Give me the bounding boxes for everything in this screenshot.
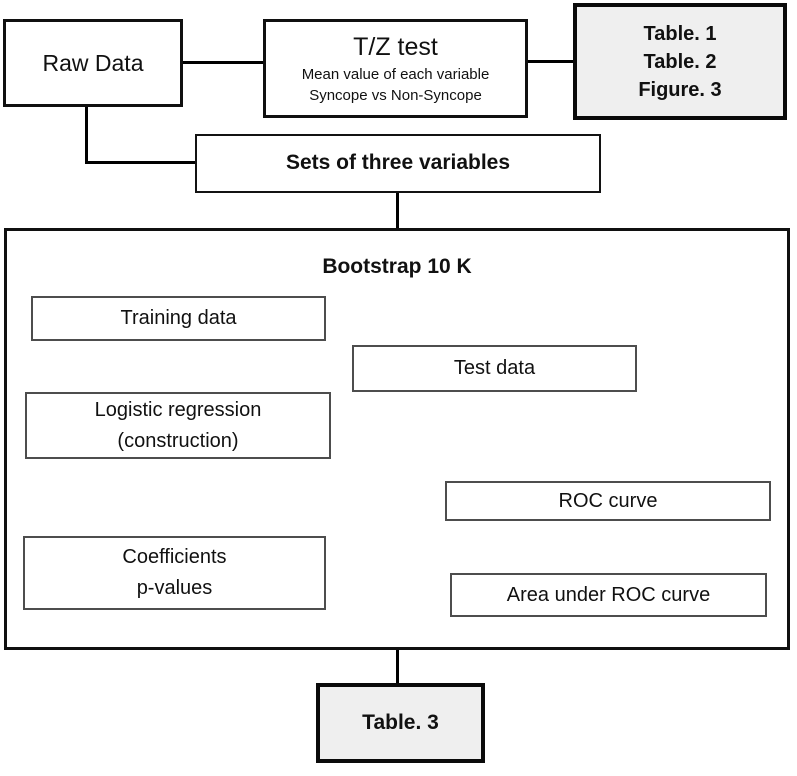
roc-curve-box: ROC curve [445,481,771,521]
logistic-regression-line-1: Logistic regression [94,398,262,421]
connector-rawdata-sets-vertical [85,107,88,164]
tz-test-title: T/Z test [353,32,438,61]
variable-sets-box: Sets of three variables [195,134,601,193]
coefficients-line-1: Coefficients [122,546,227,568]
roc-curve-label: ROC curve [558,489,658,512]
bootstrap-title: Bootstrap 10 K [322,255,472,278]
training-data-box: Training data [31,296,326,341]
raw-data-label: Raw Data [42,49,144,76]
top-outputs-box: Table. 1 Table. 2 Figure. 3 [573,3,787,120]
logistic-regression-line-2: (construction) [117,429,239,452]
raw-data-box: Raw Data [3,19,183,107]
test-data-label: Test data [453,357,536,379]
connector-rawdata-sets-horizontal [85,161,199,164]
bottom-output-box: Table. 3 [316,683,485,763]
auc-label: Area under ROC curve [506,583,711,606]
top-outputs-line-1: Table. 1 [643,22,717,45]
coefficients-line-2: p-values [136,577,213,599]
auc-box: Area under ROC curve [450,573,767,617]
top-outputs-line-2: Table. 2 [643,50,717,73]
tz-test-subtitle-2: Syncope vs Non-Syncope [309,86,482,104]
top-outputs-line-3: Figure. 3 [638,78,722,101]
connector-tztest-outputs [528,60,573,63]
training-data-label: Training data [120,307,237,329]
test-data-box: Test data [352,345,637,392]
bottom-output-label: Table. 3 [362,710,439,734]
logistic-regression-box: Logistic regression (construction) [25,392,331,459]
coefficients-box: Coefficients p-values [23,536,326,610]
connector-bootstrap-table3 [396,650,399,683]
variable-sets-label: Sets of three variables [285,151,511,175]
connector-rawdata-tztest [183,61,263,64]
tz-test-box: T/Z test Mean value of each variable Syn… [263,19,528,118]
tz-test-subtitle-1: Mean value of each variable [301,65,490,83]
connector-sets-bootstrap [396,193,399,228]
